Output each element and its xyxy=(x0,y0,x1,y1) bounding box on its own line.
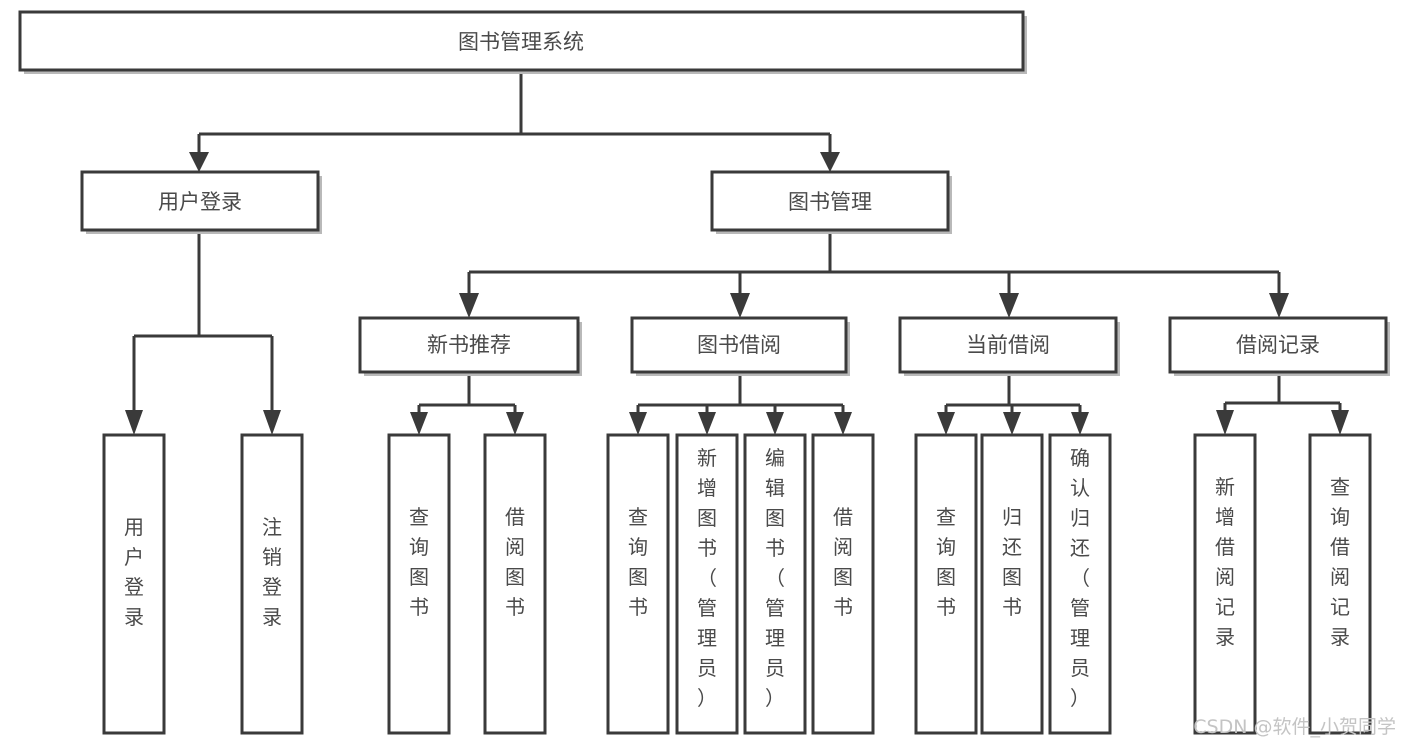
node-borrow-record-box xyxy=(1168,316,1388,374)
node-book-borrow-label: 图书借阅 xyxy=(697,333,781,357)
leaf-cb-return-book-box xyxy=(980,433,1044,735)
csdn-watermark: CSDN @软件_小贺同学 xyxy=(1193,716,1396,738)
arrowhead-cb-leaf-2 xyxy=(1003,412,1021,435)
arrowhead-bb-leaf-1 xyxy=(629,412,647,435)
leaf-br-add-record-box xyxy=(1193,433,1257,735)
node-book-manage-box xyxy=(710,170,950,232)
leaf-user-login-box xyxy=(102,433,166,735)
leaf-bb-borrow-book-box xyxy=(811,433,875,735)
leaf-bb-add-book-label: 新增图书（管理员） xyxy=(697,446,717,710)
node-root-box xyxy=(18,10,1025,72)
leaf-cb-confirm-return-label: 确认归还（管理员） xyxy=(1070,446,1090,710)
leaf-bb-edit-book-label: 编辑图书（管理员） xyxy=(765,446,785,710)
node-root-label: 图书管理系统 xyxy=(458,30,584,54)
arrowhead-new-book xyxy=(459,293,479,318)
node-current-borrow-label: 当前借阅 xyxy=(966,333,1050,357)
arrowhead-borrow-record xyxy=(1269,293,1289,318)
connector-layer xyxy=(125,70,1349,435)
node-root[interactable]: 图书管理系统 xyxy=(18,10,1027,74)
node-new-book-box xyxy=(358,316,580,374)
node-current-borrow-box xyxy=(898,316,1118,374)
node-user-login[interactable]: 用户登录 xyxy=(80,170,322,234)
arrowhead-book-borrow xyxy=(730,293,750,318)
node-borrow-record-label: 借阅记录 xyxy=(1236,333,1320,357)
leaf-bb-borrow-book-label: 借阅图书 xyxy=(833,505,853,619)
leaf-user-login-label: 用户登录 xyxy=(124,515,144,629)
leaf-bb-add-book[interactable]: 新增图书（管理员） xyxy=(675,433,739,735)
leaf-cb-confirm-return[interactable]: 确认归还（管理员） xyxy=(1048,433,1112,735)
leaf-cb-query-book-box xyxy=(914,433,978,735)
leaf-br-add-record-label: 新增借阅记录 xyxy=(1215,475,1235,649)
arrowhead-nb-leaf-2 xyxy=(506,412,524,435)
leaf-cb-query-book-label: 查询图书 xyxy=(936,505,956,619)
arrowhead-bb-leaf-3 xyxy=(766,412,784,435)
leaf-bb-borrow-book[interactable]: 借阅图书 xyxy=(811,433,875,735)
leaf-logout-label: 注销登录 xyxy=(262,515,282,629)
leaf-nb-borrow-book[interactable]: 借阅图书 xyxy=(483,433,547,735)
arrowhead-current-borrow xyxy=(999,293,1019,318)
leaf-bb-edit-book-box xyxy=(743,433,807,735)
arrowhead-cb-leaf-3 xyxy=(1071,412,1089,435)
node-user-login-label: 用户登录 xyxy=(158,190,242,214)
leaf-nb-query-book[interactable]: 查询图书 xyxy=(387,433,451,735)
leaf-br-query-record-box xyxy=(1308,433,1372,735)
leaf-bb-query-book-label: 查询图书 xyxy=(628,505,648,619)
leaf-nb-query-book-label: 查询图书 xyxy=(409,505,429,619)
leaf-bb-query-book-box xyxy=(606,433,670,735)
arrowhead-book-manage xyxy=(820,152,840,172)
node-book-manage-label: 图书管理 xyxy=(788,190,872,214)
leaf-logout-box xyxy=(240,433,304,735)
arrowhead-bb-leaf-2 xyxy=(698,412,716,435)
arrowhead-br-leaf-1 xyxy=(1216,410,1234,435)
leaf-br-query-record[interactable]: 查询借阅记录 xyxy=(1308,433,1372,735)
leaf-bb-edit-book[interactable]: 编辑图书（管理员） xyxy=(743,433,807,735)
leaf-cb-return-book-label: 归还图书 xyxy=(1002,505,1022,619)
arrowhead-nb-leaf-1 xyxy=(410,412,428,435)
leaf-cb-query-book[interactable]: 查询图书 xyxy=(914,433,978,735)
leaf-nb-borrow-book-box xyxy=(483,433,547,735)
leaf-bb-query-book[interactable]: 查询图书 xyxy=(606,433,670,735)
node-new-book-recommend[interactable]: 新书推荐 xyxy=(358,316,582,376)
leaf-nb-query-book-box xyxy=(387,433,451,735)
node-borrow-record[interactable]: 借阅记录 xyxy=(1168,316,1390,376)
arrowhead-cb-leaf-1 xyxy=(937,412,955,435)
node-book-borrow[interactable]: 图书借阅 xyxy=(630,316,850,376)
arrowhead-leaf-logout xyxy=(263,410,281,435)
arrowhead-br-leaf-2 xyxy=(1331,410,1349,435)
leaf-br-add-record[interactable]: 新增借阅记录 xyxy=(1193,433,1257,735)
leaf-nb-borrow-book-label: 借阅图书 xyxy=(505,505,525,619)
arrowhead-bb-leaf-4 xyxy=(834,412,852,435)
node-new-book-label: 新书推荐 xyxy=(427,333,511,357)
leaf-logout[interactable]: 注销登录 xyxy=(240,433,304,735)
leaf-cb-return-book[interactable]: 归还图书 xyxy=(980,433,1044,735)
leaf-cb-confirm-return-box xyxy=(1048,433,1112,735)
arrowhead-user-login xyxy=(189,152,209,172)
leaf-bb-add-book-box xyxy=(675,433,739,735)
leaf-user-login[interactable]: 用户登录 xyxy=(102,433,166,735)
node-user-login-box xyxy=(80,170,320,232)
node-current-borrow[interactable]: 当前借阅 xyxy=(898,316,1120,376)
leaf-br-query-record-label: 查询借阅记录 xyxy=(1330,475,1350,649)
node-book-borrow-box xyxy=(630,316,848,374)
arrowhead-leaf-user-login xyxy=(125,410,143,435)
node-book-manage[interactable]: 图书管理 xyxy=(710,170,952,234)
